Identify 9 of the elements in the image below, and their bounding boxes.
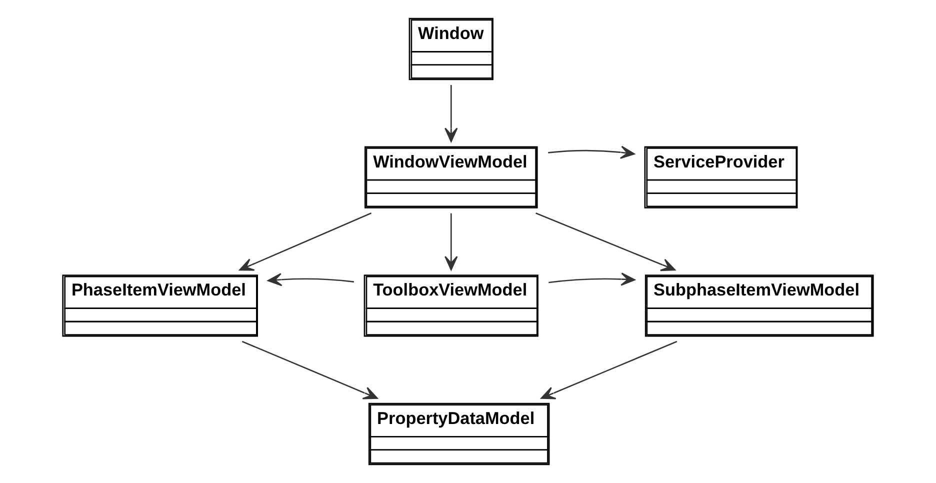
arrow <box>548 272 636 286</box>
arrow <box>239 212 372 271</box>
arrow <box>548 146 635 159</box>
arrow <box>267 273 354 286</box>
arrow <box>536 212 676 272</box>
arrow <box>444 213 458 270</box>
arrow <box>242 340 378 400</box>
arrow <box>540 340 678 400</box>
arrow <box>444 85 458 142</box>
